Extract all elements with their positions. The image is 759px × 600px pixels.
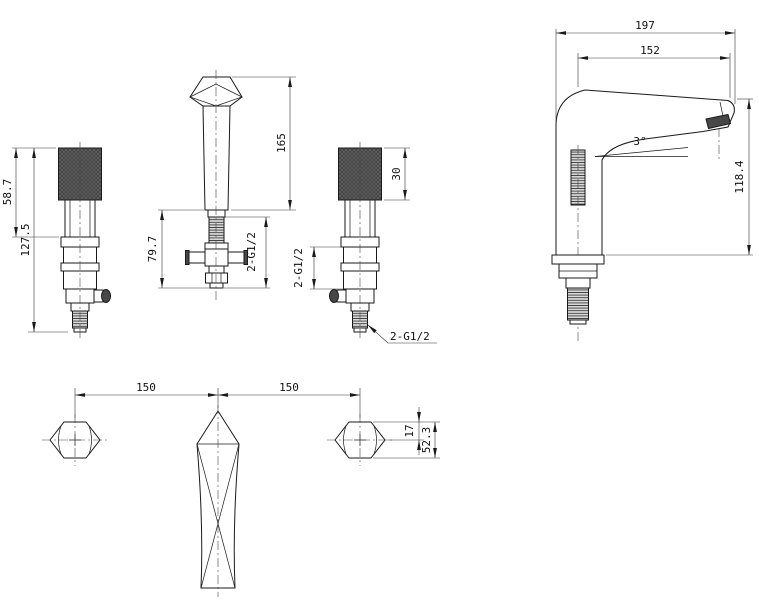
dimension-118-4: 118.4 (606, 98, 753, 256)
spout-side-outline (555, 89, 735, 256)
dimension-angle: 3° (594, 135, 689, 157)
dim-label-overall-reach: 197 (635, 19, 655, 32)
dim-label-left-handle-total-height: 127.5 (19, 223, 32, 256)
spout-tee-right-cap (243, 250, 248, 265)
dim-label-spout-height-side: 118.4 (733, 160, 746, 193)
dimension-152: 152 (577, 44, 731, 98)
dim-label-plan-offset: 17 (403, 424, 416, 437)
dim-label-right-handle-knurl-height: 30 (390, 167, 403, 180)
side-thread-end (569, 319, 587, 325)
left-handle-front-view: 58.7 127.5 (1, 142, 111, 338)
dimension-165: 165 (231, 76, 296, 211)
spout-side-view: 197 152 3° 118.4 (551, 19, 753, 342)
side-thread (567, 287, 589, 321)
spout-tee-right-wing (227, 251, 245, 264)
spout-tee-left-wing (188, 251, 206, 264)
dim-label-pitch-right: 150 (279, 381, 299, 394)
dim-label-left-handle-upper-height: 58.7 (1, 179, 14, 206)
left-handle-plan-view (42, 414, 108, 466)
dimension-spout-thread: 2-G1/2 (224, 216, 270, 289)
left-handle-knurl-grip (58, 147, 102, 201)
spout-nut (205, 272, 228, 284)
spout-tip (209, 282, 224, 289)
dimension-79-7: 79.7 (146, 209, 210, 289)
dimension-197: 197 (555, 19, 736, 122)
label-right-handle-thread-bottom: 2-G1/2 (367, 324, 437, 344)
dimension-17: 17 (373, 407, 440, 455)
spout-plan-view (196, 405, 240, 597)
right-handle-front-view: 30 2-G1/2 2-G1/2 (292, 142, 437, 344)
right-handle-plan-view (327, 414, 393, 466)
dim-label-spout-angle: 3° (633, 135, 646, 148)
dimension-30: 30 (384, 147, 410, 201)
right-handle-outlet-knob (329, 289, 339, 303)
dim-label-right-handle-thread: 2-G1/2 (292, 248, 305, 288)
side-stub (565, 277, 591, 289)
dimension-58-7: 58.7 (1, 147, 59, 238)
spout-tee-center (204, 248, 229, 267)
spout-body (202, 105, 231, 211)
spout-tee-left-cap (185, 250, 190, 265)
spout-collar (204, 242, 229, 250)
dim-label-spout-thread: 2-G1/2 (245, 232, 258, 272)
dim-label-spout-height: 165 (275, 133, 288, 153)
spout-step (207, 209, 226, 218)
dim-label-plan-handle-width: 52.3 (420, 427, 433, 454)
dim-label-right-handle-thread-bottom: 2-G1/2 (390, 330, 430, 343)
dimension-127-5: 127.5 (19, 148, 68, 333)
side-collar (551, 254, 605, 265)
dim-label-spout-reach: 152 (640, 44, 660, 57)
dimension-52-3: 52.3 (373, 422, 440, 459)
spout-aerator (705, 113, 732, 130)
spout-lower-stub (208, 265, 225, 274)
dimension-right-handle-thread: 2-G1/2 (292, 246, 345, 290)
left-handle-outlet-knob (101, 289, 111, 303)
spout-thread-stem (208, 216, 225, 244)
dim-label-pitch-left: 150 (136, 381, 156, 394)
dimension-pitch: 150 150 (74, 381, 361, 418)
spout-front-view: 165 79.7 2-G1/2 (146, 70, 296, 300)
dim-label-spout-lower-assembly: 79.7 (146, 236, 159, 263)
plan-views: 150 150 (42, 381, 440, 597)
